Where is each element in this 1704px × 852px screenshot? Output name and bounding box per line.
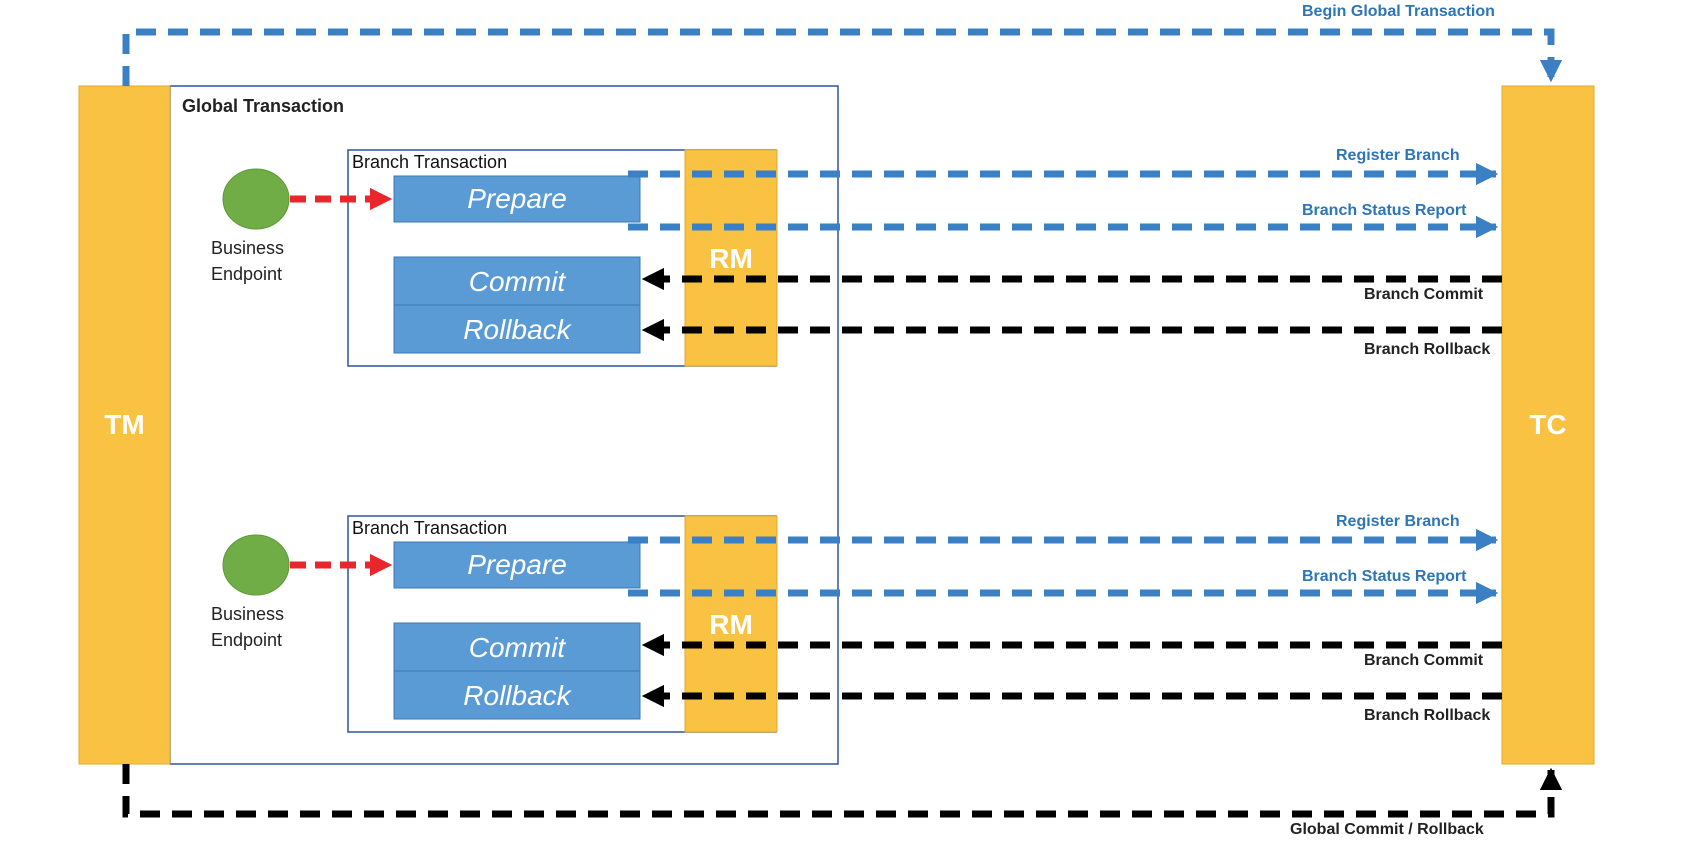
commit-box xyxy=(393,256,641,306)
register-branch-label: Register Branch xyxy=(1336,513,1460,530)
rollback-box xyxy=(393,304,641,354)
global-commit-rollback-arrow xyxy=(122,764,1563,818)
prepare-label: Prepare xyxy=(467,549,567,580)
commit-label: Commit xyxy=(469,266,567,297)
business-endpoint-circle xyxy=(222,534,290,596)
business-endpoint-label: Business xyxy=(211,238,284,258)
global-commit-rollback-label: Global Commit / Rollback xyxy=(1290,821,1484,838)
prepare-box xyxy=(393,175,641,223)
branch-transaction-title: Branch Transaction xyxy=(352,518,507,538)
business-endpoint-label: Endpoint xyxy=(211,264,282,284)
branch-commit-label: Branch Commit xyxy=(1364,286,1484,303)
prepare-box xyxy=(393,541,641,589)
register-branch-label: Register Branch xyxy=(1336,147,1460,164)
global-transaction-title: Global Transaction xyxy=(182,96,344,116)
branch-status-report-label: Branch Status Report xyxy=(1302,568,1467,585)
rollback-label: Rollback xyxy=(463,680,572,711)
rm-label: RM xyxy=(709,609,753,640)
branch-status-report-label: Branch Status Report xyxy=(1302,202,1467,219)
branch-commit-label: Branch Commit xyxy=(1364,652,1484,669)
rm-label: RM xyxy=(709,243,753,274)
begin-global-transaction-arrow xyxy=(122,28,1563,86)
branches-layer: Branch TransactionBusinessEndpointPrepar… xyxy=(211,147,1502,733)
rollback-label: Rollback xyxy=(463,314,572,345)
business-endpoint-label: Business xyxy=(211,604,284,624)
prepare-label: Prepare xyxy=(467,183,567,214)
tm-label: TM xyxy=(104,409,144,440)
branch-rollback-label: Branch Rollback xyxy=(1364,341,1490,358)
branch-rollback-label: Branch Rollback xyxy=(1364,707,1490,724)
rollback-box xyxy=(393,670,641,720)
commit-label: Commit xyxy=(469,632,567,663)
tc-label: TC xyxy=(1529,409,1566,440)
begin-global-transaction-label: Begin Global Transaction xyxy=(1302,3,1495,20)
tc-node xyxy=(1501,85,1595,765)
branch-transaction-title: Branch Transaction xyxy=(352,152,507,172)
commit-box xyxy=(393,622,641,672)
tm-node xyxy=(78,85,171,765)
business-endpoint-circle xyxy=(222,168,290,230)
business-endpoint-label: Endpoint xyxy=(211,630,282,650)
